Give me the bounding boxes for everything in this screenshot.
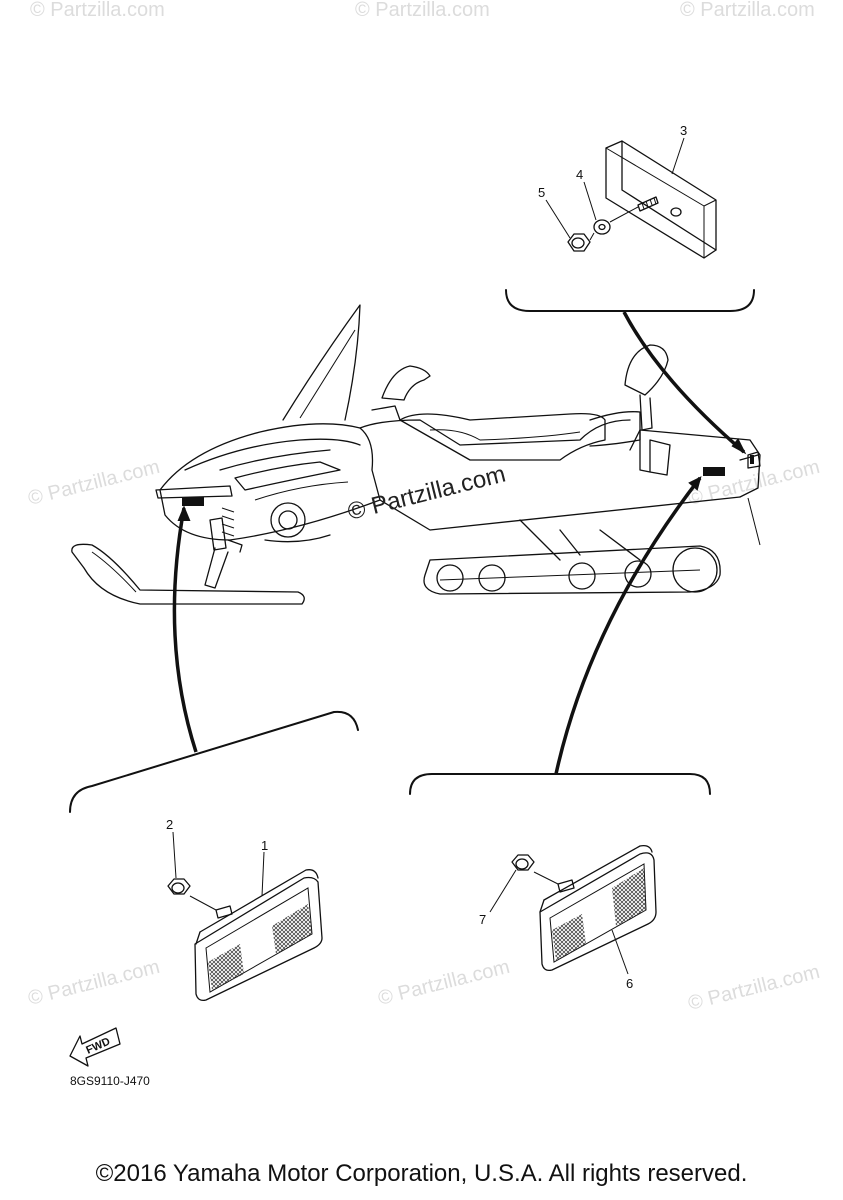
detail-rear-reflector: 3 4 5 (505, 123, 755, 312)
nut (511, 854, 535, 871)
track (423, 545, 721, 595)
detail-side-reflector: 7 6 (409, 773, 711, 991)
nut (567, 233, 591, 252)
diagram-code: 8GS9110-J470 (70, 1074, 150, 1088)
callout-6: 6 (626, 976, 633, 991)
callout-3: 3 (680, 123, 687, 138)
front-reflector-mark (182, 497, 204, 506)
reflector-stud (215, 905, 233, 919)
reflector-body (194, 876, 323, 1002)
fwd-arrow-icon: FWD (69, 1027, 121, 1067)
reflector-stud (557, 879, 575, 893)
callout-4: 4 (576, 167, 583, 182)
watermark: © Partzilla.com (355, 0, 490, 21)
detail-bracket (409, 773, 711, 795)
watermark: © Partzilla.com (26, 456, 162, 510)
ski (71, 543, 305, 605)
watermark: © Partzilla.com (686, 961, 822, 1015)
reflector-body (539, 852, 657, 972)
callout-2: 2 (166, 817, 173, 832)
detail-bracket (69, 710, 359, 813)
leader-lines (172, 311, 747, 775)
callout-5: 5 (538, 185, 545, 200)
snowmobile-illustration: © Partzilla.com (71, 304, 761, 605)
nut (167, 878, 191, 895)
side-reflector-mark (703, 467, 725, 476)
watermark-center: © Partzilla.com (345, 461, 508, 526)
washer (593, 219, 611, 235)
detail-bracket (505, 289, 755, 312)
callout-7: 7 (479, 912, 486, 927)
callout-1: 1 (261, 838, 268, 853)
reflector-stud (637, 196, 659, 212)
leader-rear (622, 311, 746, 454)
rear-reflector-mark (750, 455, 754, 464)
copyright-notice: ©2016 Yamaha Motor Corporation, U.S.A. A… (95, 1160, 748, 1187)
watermark: © Partzilla.com (26, 956, 162, 1010)
leader-side (554, 476, 702, 775)
watermark: © Partzilla.com (30, 0, 165, 21)
detail-front-reflector: 2 1 (69, 710, 359, 1002)
leader-front (172, 507, 198, 753)
headlight (155, 485, 233, 499)
watermark: © Partzilla.com (680, 0, 815, 21)
watermark: © Partzilla.com (376, 956, 512, 1010)
